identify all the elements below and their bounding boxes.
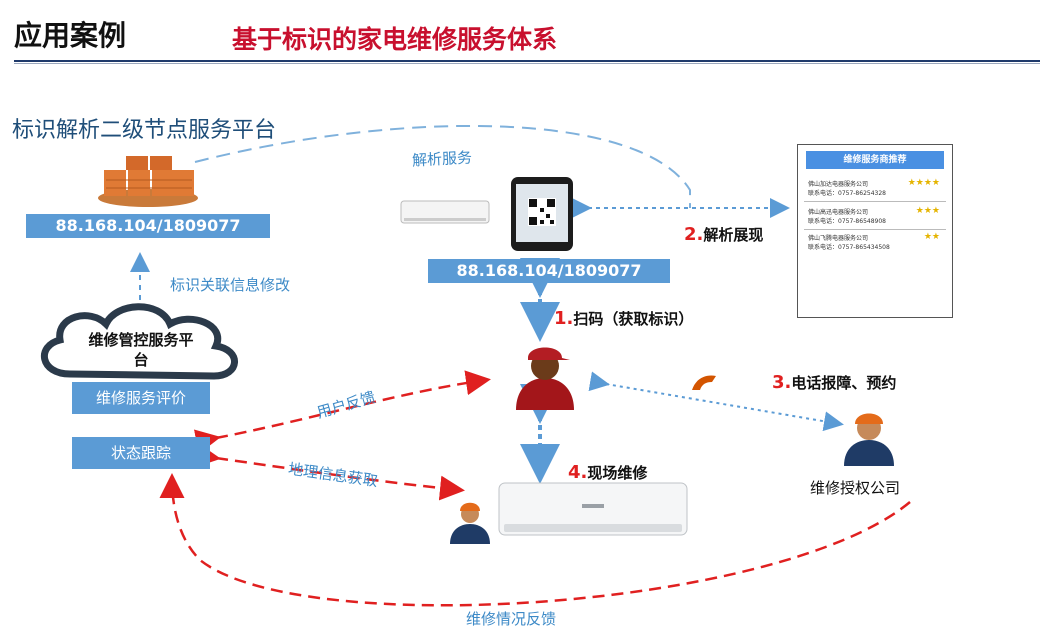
resolve-service-label: 解析服务 (411, 148, 473, 170)
card-entry: 佛山加达电器服务公司 联系电话：0757-86254328 ★★★★ (804, 178, 946, 202)
server-ip-label: 88.168.104/1809077 (26, 214, 270, 238)
page-title: 基于标识的家电维修服务体系 (232, 25, 558, 54)
company-label: 维修授权公司 (810, 479, 901, 497)
step-4-label: 4.现场维修 (568, 462, 648, 483)
card-entry-name: 佛山飞腾电器服务公司 (808, 235, 869, 242)
repair-feedback-arrow (159, 473, 911, 607)
air-conditioner-small-icon (400, 200, 490, 224)
header-divider (14, 60, 1040, 62)
step-3-label: 3.电话报障、预约 (772, 372, 897, 393)
card-entry-phone: 联系电话：0757-86548908 (808, 218, 886, 225)
user-feedback-arrow (194, 370, 491, 455)
technician-avatar-icon (450, 502, 490, 544)
card-entry: 佛山高迅电器服务公司 联系电话：0757-86548908 ★★★ (804, 206, 946, 230)
card-entry-name: 佛山加达电器服务公司 (808, 181, 869, 188)
card-entry-phone: 联系电话：0757-86254328 (808, 190, 886, 197)
phone-ip-label: 88.168.104/1809077 (428, 259, 670, 283)
air-conditioner-icon (498, 482, 688, 536)
status-tracking-box: 状态跟踪 (72, 437, 210, 469)
card-title: 维修服务商推荐 (806, 151, 944, 169)
card-entry-name: 佛山高迅电器服务公司 (808, 209, 869, 216)
header-divider-thin (14, 63, 1040, 64)
card-entry-phone: 联系电话：0757-865434508 (808, 244, 890, 251)
cloud-icon (41, 303, 238, 380)
rating-stars: ★★ (923, 232, 940, 242)
section-title: 应用案例 (14, 19, 127, 52)
resolve-service-arc (194, 124, 691, 208)
user-company-connector (588, 371, 844, 432)
evaluation-box: 维修服务评价 (72, 382, 210, 414)
identifier-modify-label: 标识关联信息修改 (170, 276, 291, 294)
repair-company-avatar-icon (844, 413, 894, 466)
rating-stars: ★★★ (915, 206, 940, 216)
server-cluster-icon (98, 156, 198, 207)
telephone-icon (692, 375, 716, 390)
step-1-label: 1.扫码（获取标识） (554, 308, 694, 329)
cloud-platform-label: 维修管控服务平台 (88, 331, 194, 369)
step-2-label: 2.解析展现 (684, 224, 764, 245)
repair-feedback-label: 维修情况反馈 (466, 610, 557, 628)
rating-stars: ★★★★ (907, 178, 940, 188)
user-avatar-icon (516, 347, 574, 410)
platform-title: 标识解析二级节点服务平台 (12, 118, 277, 143)
service-recommend-card: 维修服务商推荐 佛山加达电器服务公司 联系电话：0757-86254328 ★★… (797, 144, 953, 318)
smartphone-qr-icon (511, 177, 573, 251)
card-entry: 佛山飞腾电器服务公司 联系电话：0757-865434508 ★★ (808, 232, 946, 251)
geo-info-arrow (194, 442, 465, 501)
